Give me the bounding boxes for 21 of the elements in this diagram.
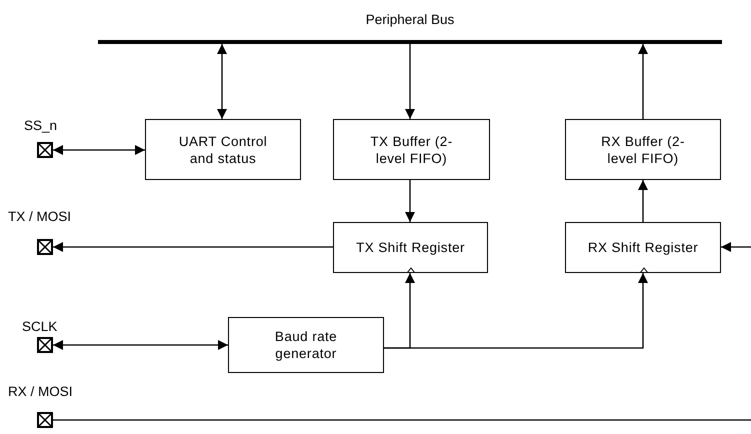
pin-label: SCLK [22,319,58,335]
connector-arrow [384,273,648,349]
process-box: UART Control and status [145,119,301,180]
connector-arrow [405,44,415,119]
pin-label: SS_n [24,118,58,134]
connector-arrow [53,145,145,155]
connector-arrow [53,340,228,350]
connector-arrow [405,180,415,222]
process-box: RX Buffer (2-level FIFO) [565,119,721,180]
connector-arrow [721,242,751,252]
process-box: TX Shift Register [333,222,488,273]
connector-arrow [638,180,648,222]
bus-label: Peripheral Bus [364,12,456,28]
connector-arrow [217,44,227,119]
process-box: Baud rate generator [228,317,384,373]
connector-arrow [638,44,648,119]
process-box: TX Buffer (2-level FIFO) [333,119,490,180]
process-box: RX Shift Register [565,222,721,273]
connector-arrow [53,242,333,252]
pin-label: RX / MOSI [8,384,73,400]
pin-label: TX / MOSI [8,209,72,225]
